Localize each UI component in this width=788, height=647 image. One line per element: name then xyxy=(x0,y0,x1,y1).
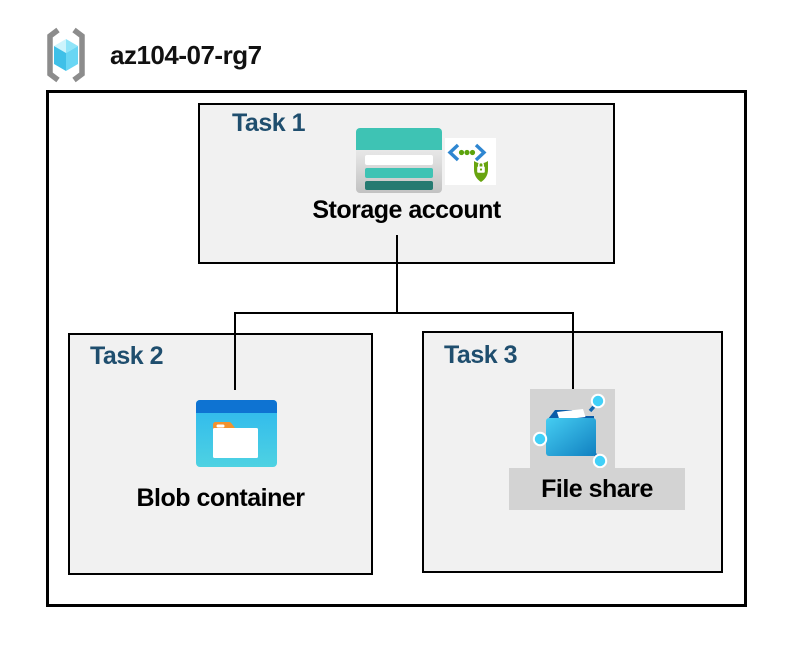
resource-group-header: az104-07-rg7 xyxy=(40,26,262,84)
blob-container-label: Blob container xyxy=(136,484,305,512)
storage-account-label: Storage account xyxy=(312,196,501,224)
task3-label: Task 3 xyxy=(444,341,517,369)
task3-box: Task 3 File share xyxy=(422,331,723,573)
secure-endpoint-icon xyxy=(445,138,496,185)
connector-branch xyxy=(234,312,574,314)
connector-to-file-share xyxy=(572,313,574,389)
task2-box: Task 2 Blob container xyxy=(68,333,373,575)
task1-box: Task 1 Storage account xyxy=(198,103,615,264)
file-share-label-background: File share xyxy=(509,468,685,510)
file-share-icon-background xyxy=(530,389,615,469)
storage-account-icon xyxy=(356,128,442,193)
file-share-icon xyxy=(532,393,608,469)
resource-group-name: az104-07-rg7 xyxy=(110,39,262,70)
blob-container-icon xyxy=(196,400,277,467)
file-share-label: File share xyxy=(541,475,653,503)
task2-label: Task 2 xyxy=(90,342,163,370)
azure-resource-group-icon xyxy=(47,27,85,83)
connector-to-blob-container xyxy=(234,313,236,390)
connector-storage-stem xyxy=(396,235,398,314)
task1-label: Task 1 xyxy=(232,109,305,137)
